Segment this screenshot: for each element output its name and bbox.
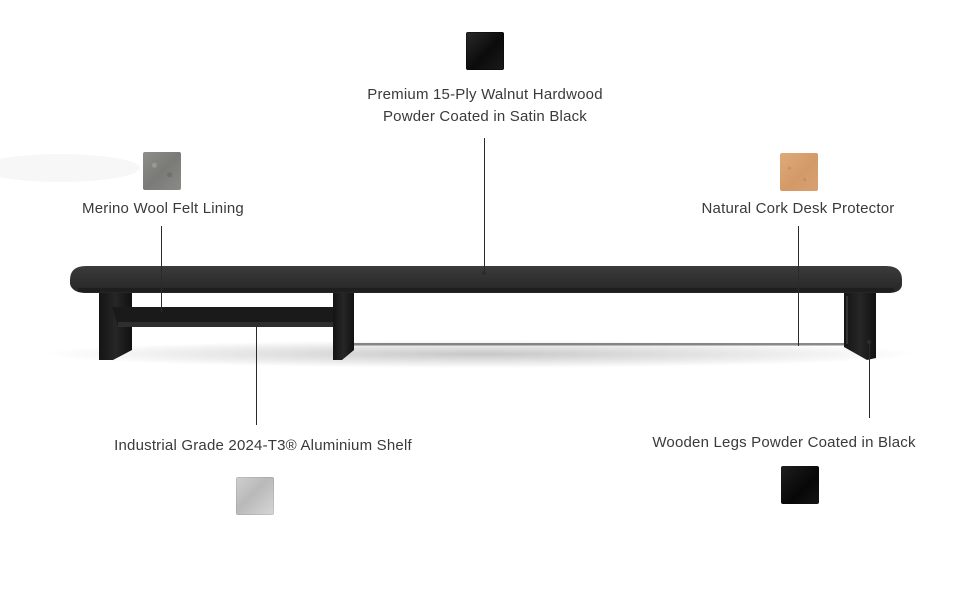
right-leg-highlight [846,296,848,344]
walnut-leader-dot [482,271,486,275]
legs-label: Wooden Legs Powder Coated in Black [652,434,916,451]
rear-rail [350,343,845,346]
aluminium-label: Industrial Grade 2024-T3® Aluminium Shel… [114,437,412,454]
walnut-swatch [466,32,504,70]
felt-swatch [143,152,181,190]
shelf-tray [112,307,333,326]
left-leg-inner [333,293,354,360]
floor-shadow [40,340,920,368]
cork-swatch [780,153,818,191]
legs-leader-line [869,342,870,418]
legs-swatch [781,466,819,504]
felt-label: Merino Wool Felt Lining [82,200,244,217]
aluminium-leader-line [256,327,257,425]
cork-label: Natural Cork Desk Protector [701,200,895,217]
shelf-front-edge [118,322,333,327]
aluminium-swatch [236,477,274,515]
top-board [70,266,902,293]
legs-leader-dot [867,340,871,344]
top-board-edge [78,288,894,292]
walnut-label: Premium 15-Ply Walnut Hardwood Powder Co… [340,84,630,128]
walnut-leader-line [484,138,485,272]
cork-leader-line [798,226,799,346]
felt-leader-line [161,226,162,312]
left-shadow [0,154,140,182]
walnut-label-line1: Premium 15-Ply Walnut Hardwood [367,86,603,103]
walnut-label-line2: Powder Coated in Satin Black [382,108,588,125]
